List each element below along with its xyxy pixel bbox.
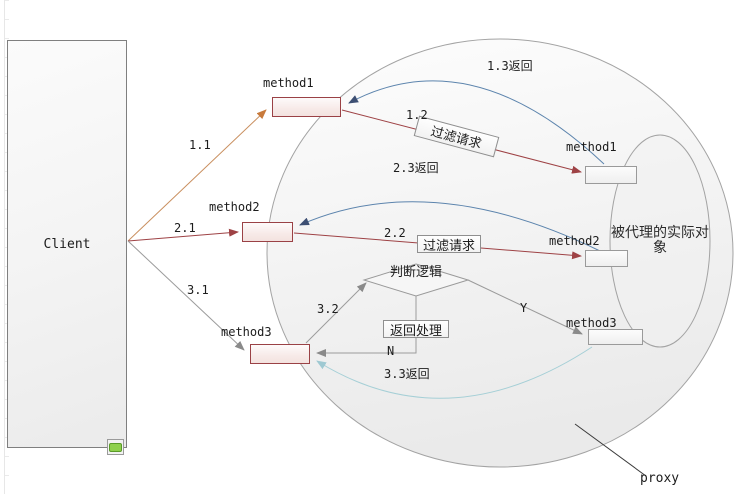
return-1-3-curve — [348, 80, 605, 165]
return-process-label: 返回处理 — [389, 323, 442, 339]
page-edge-ruler — [4, 0, 9, 494]
step-1-1-label: 1.1 — [189, 138, 211, 152]
proxy-method2-shape[interactable] — [242, 222, 293, 242]
decision-yes-line — [467, 279, 583, 335]
step-3-2-label: 3.2 — [317, 302, 339, 316]
call-3-1-line — [127, 240, 245, 351]
return-2-3-label: 2.3返回 — [393, 161, 439, 175]
selection-handle[interactable] — [107, 439, 124, 455]
filter-request-node-2[interactable]: 过滤请求 — [417, 235, 481, 254]
return-3-3-label: 3.3返回 — [384, 367, 430, 381]
real-object-label: 被代理的实际对象 — [611, 225, 709, 256]
return-process-node[interactable]: 返回处理 — [383, 320, 449, 339]
call-2-1-line — [127, 228, 239, 242]
step-1-2-label: 1.2 — [406, 108, 428, 122]
proxy-method3-shape[interactable] — [250, 344, 310, 364]
call-3-2-line — [305, 282, 367, 344]
proxy-method1-shape[interactable] — [272, 97, 341, 117]
step-2-1-label: 2.1 — [174, 221, 196, 235]
return-2-3-curve — [299, 201, 601, 252]
filter-request-label-2: 过滤请求 — [422, 238, 475, 254]
return-3-3-curve — [316, 346, 593, 399]
proxy-callout-line — [574, 423, 647, 477]
real-method1-shape[interactable] — [585, 166, 637, 184]
step-3-1-label: 3.1 — [187, 283, 209, 297]
real-method1-label: method1 — [566, 140, 617, 154]
real-method2-shape[interactable] — [585, 250, 628, 267]
client-shape[interactable]: Client — [7, 40, 127, 448]
real-method3-label: method3 — [566, 316, 617, 330]
proxy-method2-label: method2 — [209, 200, 260, 214]
selection-handle-green-icon — [109, 442, 122, 452]
client-label: Client — [43, 236, 91, 252]
real-method2-label: method2 — [549, 234, 600, 248]
no-branch-label: N — [387, 344, 395, 358]
proxy-method3-label: method3 — [221, 325, 272, 339]
call-1-1-line — [127, 109, 267, 242]
decision-label: 判断逻辑 — [390, 265, 443, 280]
proxy-label: proxy — [640, 471, 680, 486]
step-2-2-label: 2.2 — [384, 226, 406, 240]
proxy-ellipse[interactable] — [266, 38, 734, 468]
yes-branch-label: Y — [520, 301, 528, 315]
real-method3-shape[interactable] — [588, 329, 643, 345]
proxy-method1-label: method1 — [263, 76, 314, 90]
return-1-3-label: 1.3返回 — [487, 59, 533, 73]
real-object-ellipse[interactable] — [609, 134, 711, 348]
decision-no-line — [316, 296, 417, 357]
